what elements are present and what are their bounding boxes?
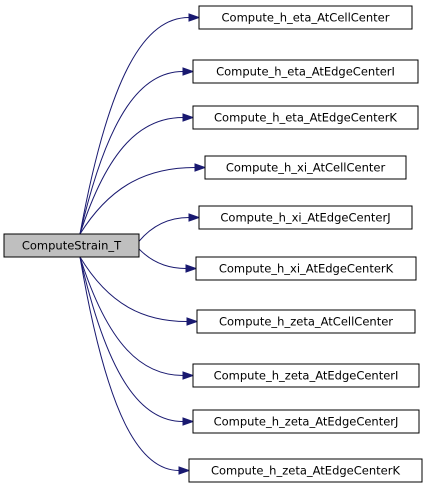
root-node-label: ComputeStrain_T [22, 239, 122, 253]
callee-node-label: Compute_h_eta_AtEdgeCenterI [216, 65, 395, 79]
callee-node-box [192, 409, 420, 434]
call-edge [79, 256, 188, 322]
call-edge [138, 248, 187, 269]
root-node[interactable]: ComputeStrain_T [3, 233, 140, 258]
call-edge-arrow-icon [182, 67, 195, 76]
call-edge-arrow-icon [188, 13, 201, 22]
call-edge-arrow-icon [188, 213, 201, 222]
callee-node[interactable]: Compute_h_zeta_AtEdgeCenterI [192, 363, 420, 388]
call-edge-arrow-icon [182, 417, 195, 426]
callee-node-label: Compute_h_xi_AtCellCenter [226, 161, 386, 175]
callee-node-label: Compute_h_eta_AtCellCenter [222, 11, 390, 25]
callee-node-box [198, 205, 413, 230]
call-edge [79, 256, 184, 376]
callee-node-label: Compute_h_zeta_AtEdgeCenterK [211, 464, 400, 478]
callee-node[interactable]: Compute_h_eta_AtCellCenter [198, 5, 413, 30]
callee-node-box [192, 59, 419, 84]
call-edge [79, 71, 184, 235]
callee-node-label: Compute_h_eta_AtEdgeCenterK [214, 111, 397, 125]
callee-node-box [196, 309, 416, 334]
callee-node-label: Compute_h_zeta_AtCellCenter [219, 315, 393, 329]
call-edge [138, 217, 190, 242]
call-edge [79, 17, 190, 235]
call-edge-arrow-icon [182, 371, 195, 380]
callee-node[interactable]: Compute_h_eta_AtEdgeCenterI [192, 59, 419, 84]
call-edge [79, 167, 196, 235]
callee-node-label: Compute_h_zeta_AtEdgeCenterI [214, 369, 399, 383]
call-edge-arrow-icon [186, 317, 199, 326]
callee-node-label: Compute_h_zeta_AtEdgeCenterJ [214, 415, 399, 429]
callee-node-box [204, 155, 407, 180]
callee-node-box [195, 256, 417, 281]
callee-node[interactable]: Compute_h_zeta_AtEdgeCenterJ [192, 409, 420, 434]
callee-node[interactable]: Compute_h_xi_AtEdgeCenterJ [198, 205, 413, 230]
call-edge-arrow-icon [182, 113, 195, 122]
call-edge [79, 256, 184, 422]
callee-node[interactable]: Compute_h_zeta_AtEdgeCenterK [188, 458, 423, 483]
call-edge-arrow-icon [194, 163, 207, 172]
callee-node[interactable]: Compute_h_zeta_AtCellCenter [196, 309, 416, 334]
callee-nodes: Compute_h_eta_AtCellCenterCompute_h_eta_… [188, 5, 423, 483]
callee-node-box [192, 363, 420, 388]
root-node-box [3, 233, 140, 258]
callee-node-box [198, 5, 413, 30]
callee-node[interactable]: Compute_h_eta_AtEdgeCenterK [192, 105, 419, 130]
call-edge-arrow-icon [178, 466, 191, 475]
call-edge [79, 117, 184, 235]
callee-node[interactable]: Compute_h_xi_AtCellCenter [204, 155, 407, 180]
call-edge-arrow-icon [185, 264, 198, 273]
callee-node[interactable]: Compute_h_xi_AtEdgeCenterK [195, 256, 417, 281]
callee-node-box [188, 458, 423, 483]
call-edges [79, 13, 207, 475]
callee-node-label: Compute_h_xi_AtEdgeCenterK [219, 262, 394, 276]
call-edge [79, 256, 180, 471]
callee-node-box [192, 105, 419, 130]
callee-node-label: Compute_h_xi_AtEdgeCenterJ [220, 211, 390, 225]
